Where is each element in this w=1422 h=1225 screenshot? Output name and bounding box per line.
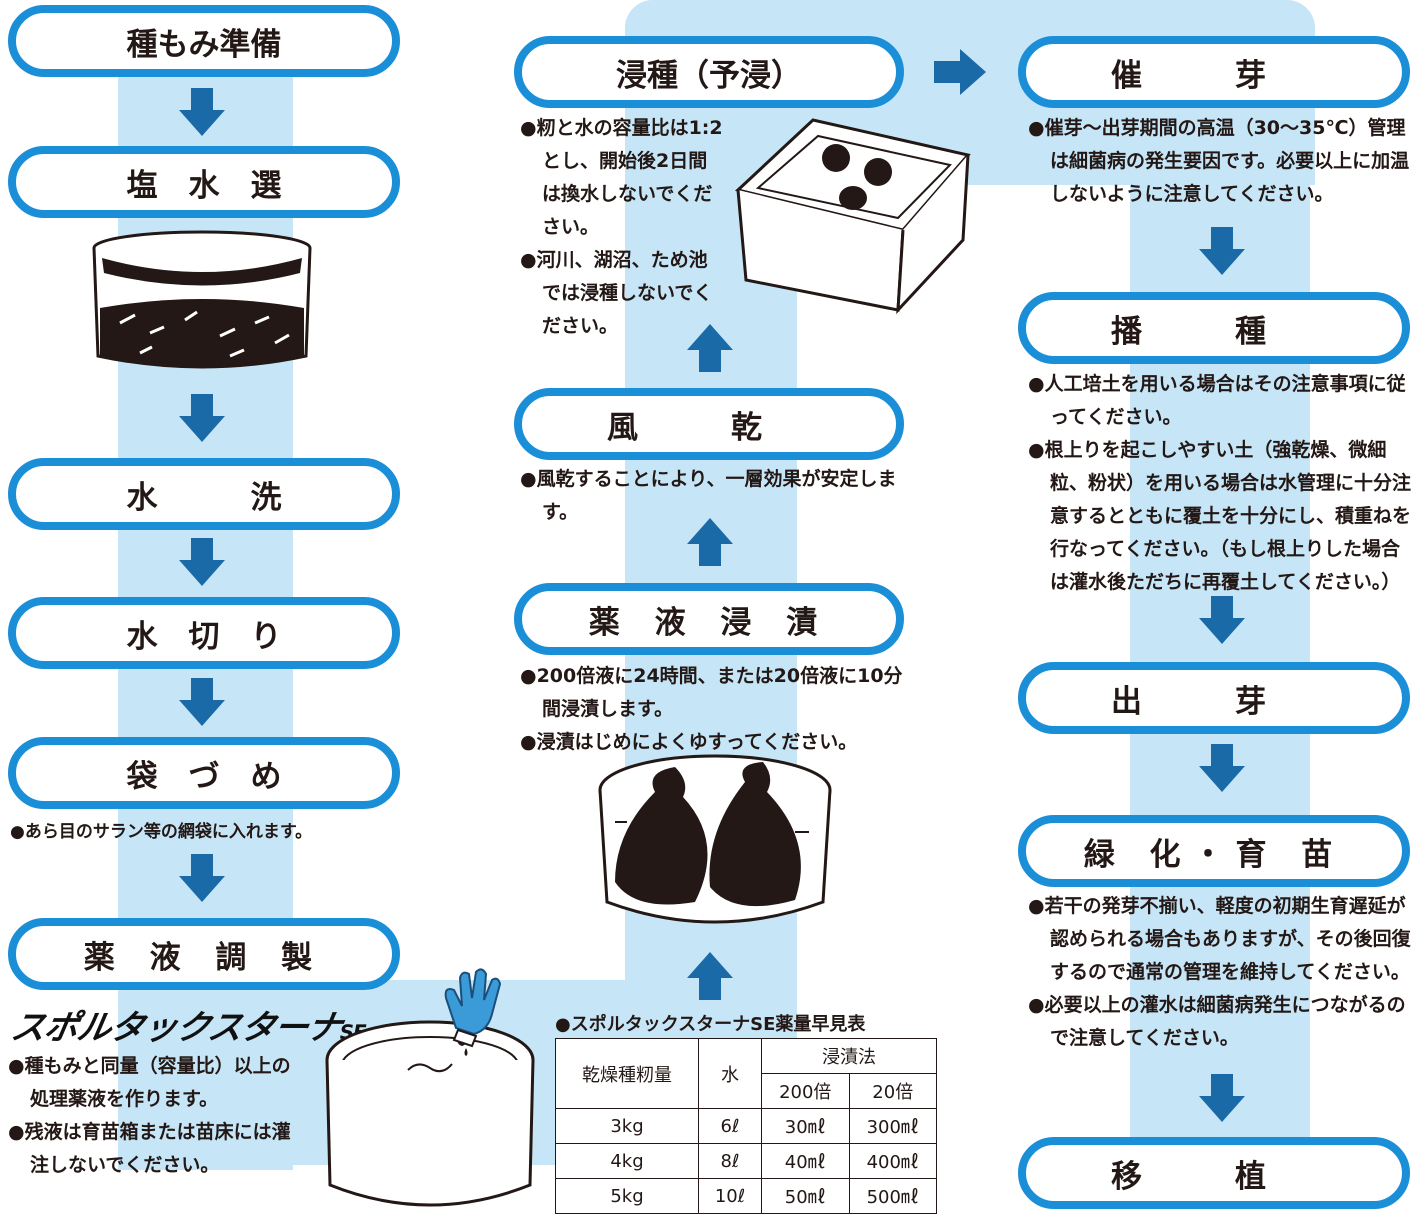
step-air-dry-label: 風 乾: [607, 409, 762, 446]
table-row: 3kg 6ℓ 30㎖ 300㎖: [555, 1108, 937, 1144]
step-transplant-label: 移 植: [1111, 1158, 1266, 1195]
chemical-dip-notes: ●200倍液に24時間、または20倍液に10分間浸漬します。 ●浸漬はじめによく…: [520, 665, 903, 753]
flow-band-right: [1130, 0, 1310, 1170]
step-rinse: 水 洗: [8, 458, 400, 530]
step-drain-label: 水 切 り: [126, 618, 282, 655]
step-seed-prep: 種もみ準備: [8, 5, 400, 77]
arrow-down-icon: [179, 538, 225, 586]
arrow-down-icon: [179, 394, 225, 442]
header-dip-method: 浸漬法: [761, 1038, 937, 1074]
step-transplant: 移 植: [1018, 1137, 1410, 1209]
header-20x: 20倍: [848, 1073, 937, 1109]
step-drain: 水 切 り: [8, 597, 400, 669]
arrow-down-icon: [1199, 744, 1245, 792]
table-row: 5kg 10ℓ 50㎖ 500㎖: [555, 1178, 937, 1214]
arrow-up-icon: [687, 518, 733, 566]
step-salt-water: 塩 水 選: [8, 146, 400, 218]
prep-notes: ●種もみと同量（容量比）以上の処理薬液を作ります。 ●残液は育苗箱または苗床には…: [8, 1055, 291, 1176]
step-emergence: 出 芽: [1018, 662, 1410, 734]
arrow-down-icon: [1199, 596, 1245, 644]
soaking-tank-illustration: [734, 118, 971, 315]
sprouting-notes: ●催芽〜出芽期間の高温（30〜35℃）管理は細菌病の発生要因です。必要以上に加温…: [1028, 117, 1410, 205]
salt-water-bowl-illustration: [92, 230, 312, 369]
step-chemical-dip: 薬 液 浸 漬: [514, 583, 904, 655]
step-soaking-label: 浸種（予浸）: [616, 57, 802, 94]
dip-bowl-illustration: [598, 754, 832, 924]
arrow-down-icon: [179, 88, 225, 136]
soaking-notes: ●籾と水の容量比は1:2とし、開始後2日間は換水しないでください。 ●河川、湖沼…: [520, 117, 723, 337]
solution-bowl-illustration: [325, 1020, 535, 1207]
step-sowing: 播 種: [1018, 292, 1410, 364]
step-sprouting: 催 芽: [1018, 36, 1410, 108]
step-solution-prep: 薬 液 調 製: [8, 918, 400, 990]
header-water: 水: [698, 1038, 762, 1109]
step-soaking: 浸種（予浸）: [514, 36, 904, 108]
step-bagging: 袋 づ め: [8, 737, 400, 809]
table-row: 4kg 8ℓ 40㎖ 400㎖: [555, 1143, 937, 1179]
glove-icon: [444, 968, 502, 1056]
arrow-down-icon: [179, 854, 225, 902]
arrow-up-icon: [687, 324, 733, 372]
greening-notes: ●若干の発芽不揃い、軽度の初期生育遅延が認められる場合もありますが、その後回復す…: [1028, 895, 1411, 1049]
step-air-dry: 風 乾: [514, 388, 904, 460]
arrow-down-icon: [179, 678, 225, 726]
arrow-up-icon: [687, 952, 733, 1000]
step-sprouting-label: 催 芽: [1111, 57, 1266, 94]
step-greening: 緑 化・育 苗: [1018, 815, 1410, 887]
step-salt-water-label: 塩 水 選: [126, 167, 282, 204]
step-sowing-label: 播 種: [1111, 313, 1266, 350]
arrow-right-icon: [934, 49, 986, 95]
air-dry-note: ●風乾することにより、一層効果が安定します。: [520, 468, 897, 523]
step-seed-prep-label: 種もみ準備: [126, 26, 282, 63]
step-bagging-label: 袋 づ め: [126, 758, 282, 795]
dose-table: 乾燥種籾量 水 浸漬法 200倍 20倍 3kg 6ℓ 30㎖ 300㎖ 4kg…: [555, 1038, 937, 1214]
step-emergence-label: 出 芽: [1111, 683, 1266, 720]
bagging-note: ●あら目のサラン等の網袋に入れます。: [10, 822, 313, 842]
arrow-down-icon: [1199, 227, 1245, 275]
step-rinse-label: 水 洗: [126, 479, 282, 516]
step-solution-prep-label: 薬 液 調 製: [83, 939, 325, 976]
sowing-notes: ●人工培土を用いる場合はその注意事項に従ってください。 ●根上りを起こしやすい土…: [1028, 373, 1412, 593]
step-greening-label: 緑 化・育 苗: [1083, 836, 1345, 873]
dose-table-title: ●スポルタックスターナSE薬量早見表: [555, 1014, 866, 1035]
header-seed-amount: 乾燥種籾量: [555, 1038, 699, 1109]
header-200x: 200倍: [761, 1073, 850, 1109]
product-brand-logo: スポルタックスターナSE: [7, 1008, 368, 1048]
step-chemical-dip-label: 薬 液 浸 漬: [588, 604, 830, 641]
arrow-down-icon: [1199, 1074, 1245, 1122]
